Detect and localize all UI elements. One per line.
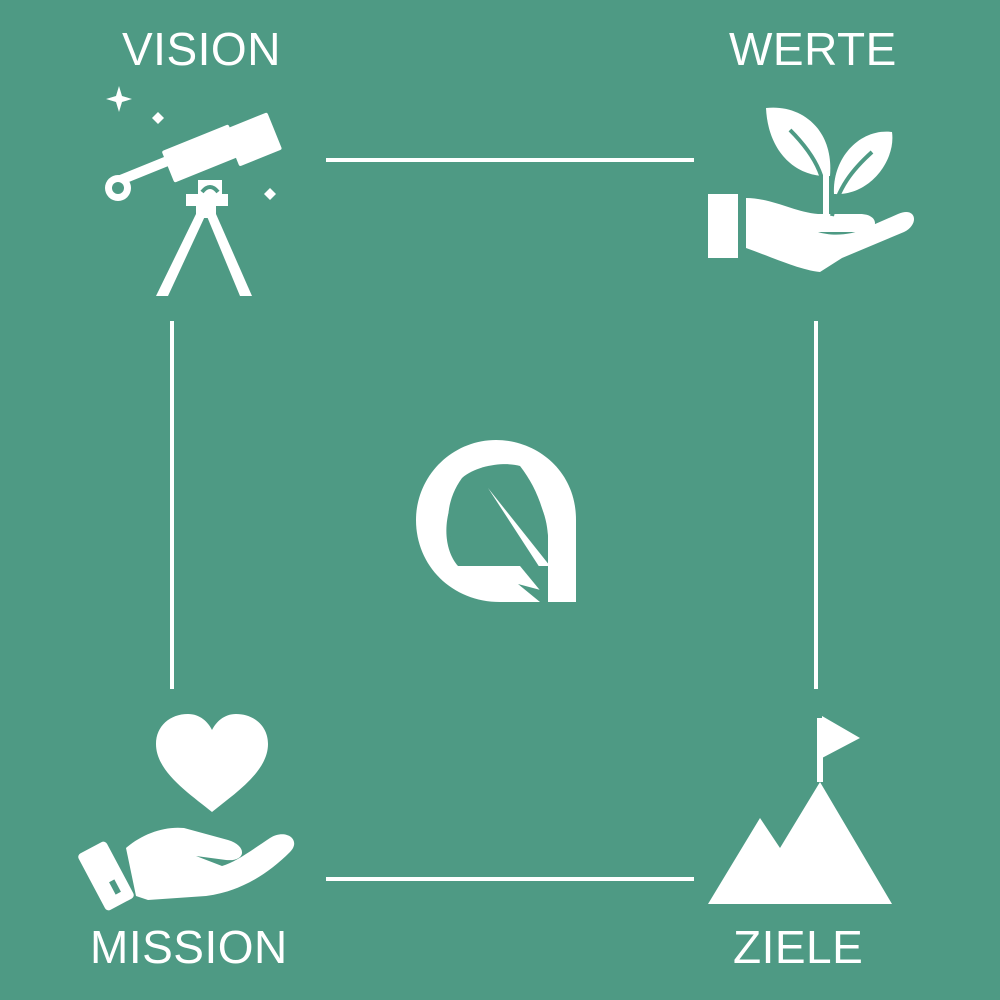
connector-bottom <box>326 877 694 881</box>
connector-top <box>326 158 694 162</box>
mission-label: MISSION <box>90 921 288 973</box>
ziele-label: ZIELE <box>733 921 864 973</box>
connector-right <box>814 321 818 689</box>
werte-label: WERTE <box>729 23 897 75</box>
vision-label: VISION <box>122 23 281 75</box>
connector-left <box>170 321 174 689</box>
